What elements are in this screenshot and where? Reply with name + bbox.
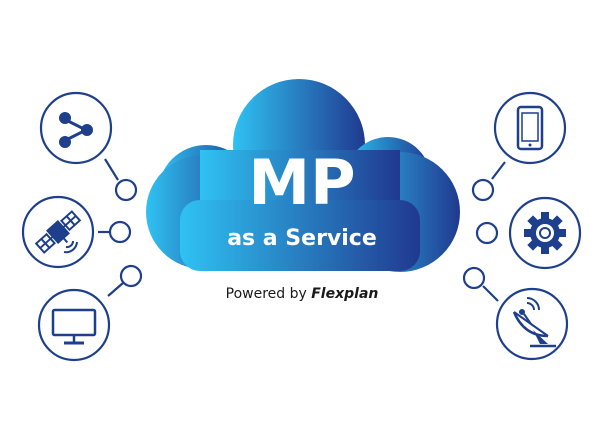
satellite-icon xyxy=(34,210,82,254)
powered-label: Powered by xyxy=(226,286,307,302)
cloud xyxy=(146,79,460,272)
connectors xyxy=(98,158,506,302)
gear-tooth xyxy=(541,212,549,222)
tablet-icon xyxy=(516,105,544,151)
gear-tooth xyxy=(541,244,549,254)
share-icon xyxy=(59,112,93,148)
gear-node xyxy=(508,196,582,270)
satellite-dish-node xyxy=(495,287,569,361)
tablet-node xyxy=(493,91,567,165)
satellite-node xyxy=(21,195,95,269)
gear-icon xyxy=(524,212,566,254)
monitor-node xyxy=(37,288,111,362)
share-node xyxy=(39,91,113,165)
cloud-subtitle: as a Service xyxy=(227,226,377,251)
powered-by-line: Powered by Flexplan xyxy=(226,286,379,302)
brand-name: Flexplan xyxy=(311,286,378,302)
cloud-title: MP xyxy=(248,146,355,219)
monitor-icon xyxy=(51,308,97,345)
satellite-dish-icon xyxy=(512,297,556,348)
